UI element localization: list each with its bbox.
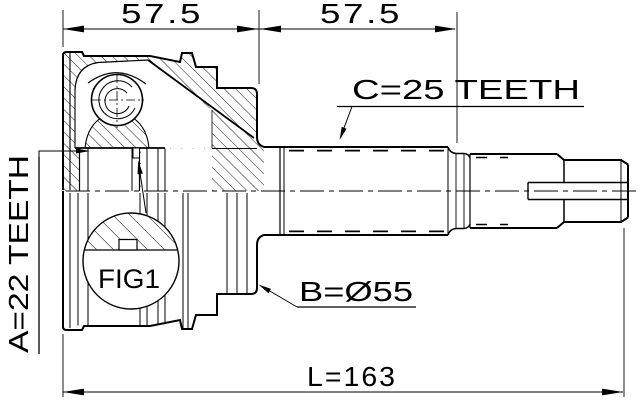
- arrow: [602, 388, 623, 396]
- cage: [87, 72, 147, 85]
- housing-outer-profile-top: [62, 51, 265, 190]
- extension-lines: [62, 10, 625, 397]
- leader-arrow: [339, 126, 347, 140]
- label-diameter-b: B=Ø55: [299, 276, 413, 307]
- leader-arrow: [76, 148, 90, 154]
- callout-spline-a: A=22 TEETH: [3, 148, 90, 354]
- arrow: [435, 25, 456, 33]
- spline-bore: [75, 147, 257, 191]
- shaft-cylinder-section: [469, 153, 565, 229]
- dimension-57-5-right: 57.5: [320, 0, 402, 29]
- arrow: [63, 25, 84, 33]
- spline-tooth-mark: [132, 148, 140, 159]
- detail-circle-fig1: FIG1: [82, 160, 180, 310]
- housing-outer-profile-bottom: [62, 191, 265, 331]
- arrow: [260, 25, 281, 33]
- leader-arrow: [258, 284, 271, 294]
- arrow: [63, 388, 84, 396]
- label-spline-a: A=22 TEETH: [3, 155, 34, 353]
- label-spline-c: C=25 TEETH: [352, 74, 580, 105]
- spline-tooth-profile: [118, 238, 138, 251]
- fig1-leader-arrow: [137, 160, 143, 175]
- dimension-57-5-left: 57.5: [121, 0, 203, 29]
- housing-inner-slope: [147, 59, 255, 139]
- cv-joint-outer-housing-section: [62, 51, 265, 191]
- dimension-length: L=163: [307, 361, 397, 392]
- callout-spline-c: C=25 TEETH: [337, 74, 584, 140]
- arrow: [237, 25, 258, 33]
- callout-diameter-b: B=Ø55: [258, 276, 416, 308]
- figure-label: FIG1: [98, 264, 160, 294]
- ball-bearing: [90, 73, 144, 128]
- dimension-annotations: 57.5 57.5 L=163 C=25 TEETH A=22 TEETH B=…: [3, 0, 625, 397]
